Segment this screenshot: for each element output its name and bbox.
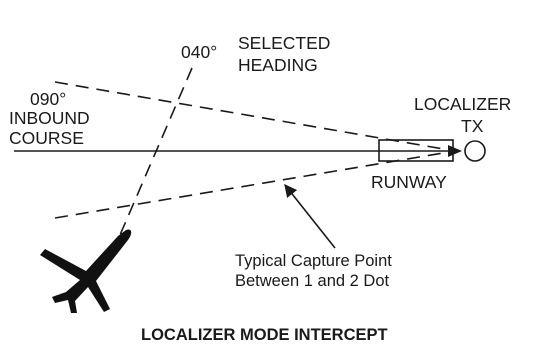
selected-label: SELECTED [238,33,330,53]
course-angle-label: 090° [30,89,66,109]
localizer-transmitter-icon [464,140,486,162]
arrowhead-icon [448,145,462,157]
heading-label: HEADING [238,55,318,75]
runway-rect [378,139,454,162]
capture-point-line2: Between 1 and 2 Dot [235,272,390,290]
capture-point-line1: Typical Capture Point [235,252,392,270]
course-label: COURSE [9,128,84,148]
inbound-label: INBOUND [9,108,90,128]
beam-lower-edge [54,150,456,219]
localizer-label: LOCALIZER [414,94,511,114]
airplane-icon [40,229,132,313]
tx-label: TX [461,116,484,136]
runway-label: RUNWAY [371,172,447,192]
capture-point-arrow [284,183,336,249]
heading-angle-label: 040° [181,42,217,62]
diagram-title: LOCALIZER MODE INTERCEPT [141,326,388,344]
